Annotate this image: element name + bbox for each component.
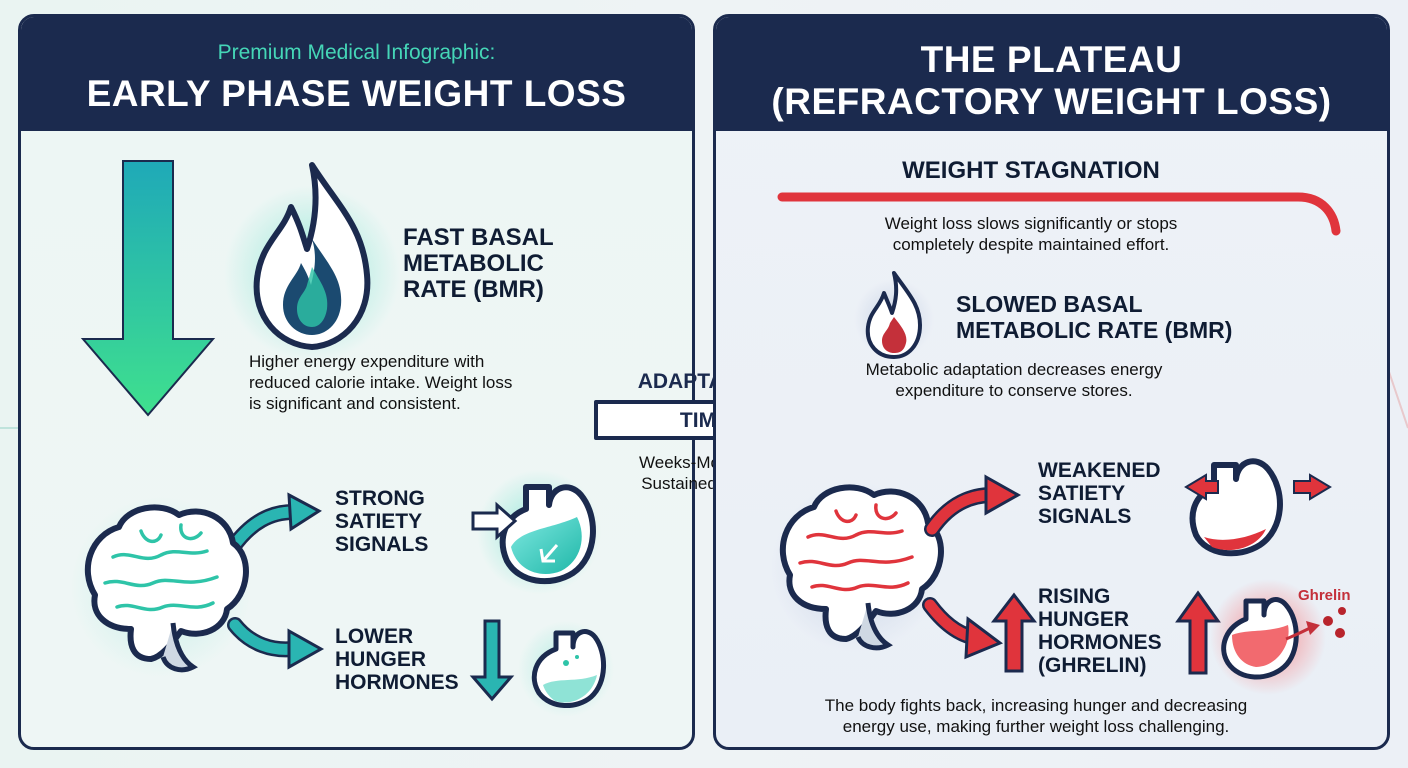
brain-icon xyxy=(71,497,251,677)
stomach-icon xyxy=(518,621,614,717)
stagnation-description: Weight loss slows significantly or stops… xyxy=(884,214,1178,254)
brain-icon xyxy=(771,482,944,652)
up-arrow-icon xyxy=(1175,590,1221,675)
early-phase-header: Premium Medical Infographic: EARLY PHASE… xyxy=(21,17,692,131)
plateau-graphics xyxy=(771,192,1346,695)
header-title: THE PLATEAU (REFRACTORY WEIGHT LOSS) xyxy=(771,39,1332,122)
connector-arrow-icon xyxy=(922,474,1022,660)
stomach-icon xyxy=(1184,458,1332,557)
slowed-bmr-label: SLOWED BASAL METABOLIC RATE (BMR) xyxy=(956,291,1233,343)
header-subtitle: Premium Medical Infographic: xyxy=(217,41,496,64)
slowed-bmr-description: Metabolic adaptation decreases energy ex… xyxy=(865,360,1163,400)
rising-hunger-label: RISING HUNGER HORMONES (GHRELIN) xyxy=(1038,585,1162,677)
stagnation-line xyxy=(777,192,1341,236)
stomach-icon xyxy=(471,470,601,594)
header-title: EARLY PHASE WEIGHT LOSS xyxy=(86,73,627,114)
small-down-arrow-icon xyxy=(469,619,515,702)
plateau-panel: THE PLATEAU (REFRACTORY WEIGHT LOSS) WEI… xyxy=(713,14,1390,750)
up-arrow-icon xyxy=(990,592,1038,673)
plateau-footer: The body fights back, increasing hunger … xyxy=(824,696,1248,736)
ghrelin-particles-icon xyxy=(1285,607,1346,641)
flame-icon xyxy=(854,271,934,359)
flame-icon xyxy=(224,162,400,361)
down-arrow-icon xyxy=(80,160,216,417)
strong-satiety-label: STRONG SATIETY SIGNALS xyxy=(335,487,429,556)
ghrelin-tag: Ghrelin xyxy=(1298,587,1351,604)
fast-bmr-description: Higher energy expenditure with reduced c… xyxy=(249,352,513,413)
fast-bmr-label: FAST BASAL METABOLIC RATE (BMR) xyxy=(403,224,554,303)
stagnation-title: WEIGHT STAGNATION xyxy=(902,157,1160,184)
weakened-satiety-label: WEAKENED SATIETY SIGNALS xyxy=(1038,459,1161,528)
early-phase-panel: Premium Medical Infographic: EARLY PHASE… xyxy=(18,14,695,750)
stomach-icon xyxy=(1210,579,1326,695)
plateau-header: THE PLATEAU (REFRACTORY WEIGHT LOSS) xyxy=(716,17,1387,131)
early-phase-graphics xyxy=(71,160,614,717)
lower-hunger-label: LOWER HUNGER HORMONES xyxy=(335,625,459,694)
